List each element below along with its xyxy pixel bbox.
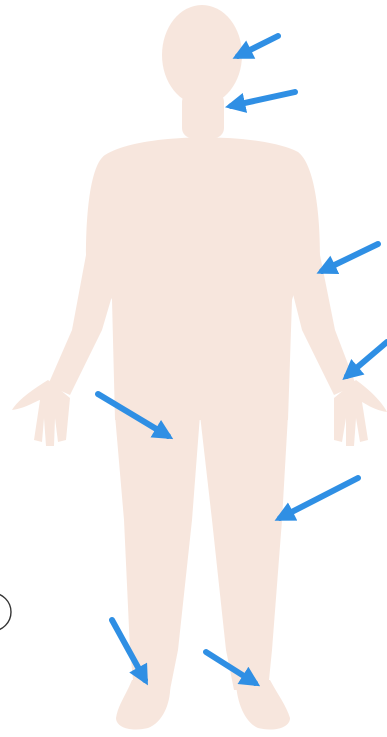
neck-arrow [231,92,295,106]
partial-circle-marker [0,593,11,631]
human-body-silhouette [12,5,387,730]
upper-arm-arrow [322,244,378,271]
left-arm [48,155,124,395]
neck [182,92,224,138]
right-foot [236,680,290,730]
right-arm [283,152,356,395]
right-leg [200,415,288,690]
left-foot [116,680,170,730]
head [162,5,242,105]
knee-arrow [280,478,358,518]
wrist-arrow [347,342,387,376]
torso [92,137,312,420]
head-arrow [238,36,278,56]
